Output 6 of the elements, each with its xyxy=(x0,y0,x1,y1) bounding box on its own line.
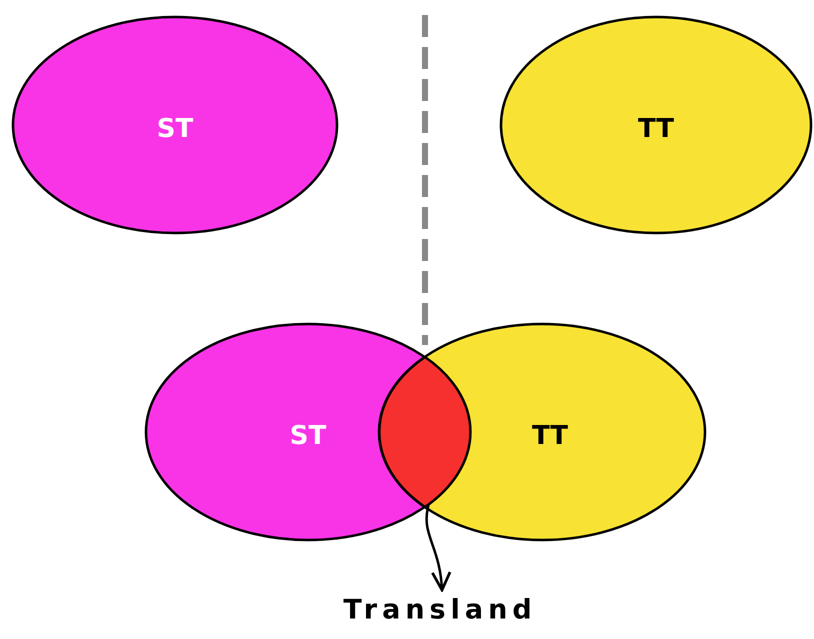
set-label: ST xyxy=(156,114,194,144)
set-label: ST xyxy=(290,421,326,451)
caption-text: Transland xyxy=(343,594,537,626)
set-label: TT xyxy=(638,114,674,144)
arrow xyxy=(425,504,451,592)
set-label: TT xyxy=(532,421,568,451)
